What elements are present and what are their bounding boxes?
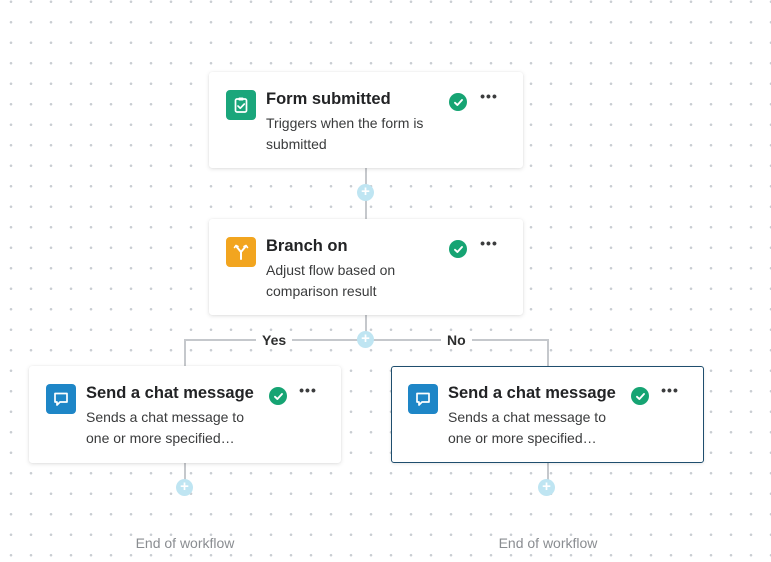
branch-label-no: No xyxy=(441,331,472,349)
step-card-send-chat-no[interactable]: Send a chat message Sends a chat message… xyxy=(391,366,704,463)
step-card-send-chat-yes[interactable]: Send a chat message Sends a chat message… xyxy=(29,366,341,463)
connector-line xyxy=(547,462,549,488)
more-options-icon[interactable]: ••• xyxy=(299,382,317,398)
chat-message-icon xyxy=(408,384,438,414)
connector-line xyxy=(184,462,186,488)
step-description: Sends a chat message to one or more spec… xyxy=(86,409,244,446)
connector-line xyxy=(547,339,549,367)
complete-check-icon xyxy=(631,387,649,405)
step-title: Send a chat message xyxy=(448,384,616,402)
connector-line xyxy=(184,339,186,367)
step-card-form-submitted[interactable]: Form submitted Triggers when the form is… xyxy=(209,72,523,168)
branch-icon xyxy=(226,237,256,267)
add-step-button[interactable]: + xyxy=(357,331,374,348)
add-step-button[interactable]: + xyxy=(538,479,555,496)
step-title: Form submitted xyxy=(266,90,391,108)
step-card-branch-on[interactable]: Branch on Adjust flow based on compariso… xyxy=(209,219,523,315)
complete-check-icon xyxy=(449,240,467,258)
branch-label-yes: Yes xyxy=(256,331,293,349)
end-of-workflow-label: End of workflow xyxy=(135,535,235,551)
more-options-icon[interactable]: ••• xyxy=(480,235,498,251)
step-title: Branch on xyxy=(266,237,348,255)
complete-check-icon xyxy=(449,93,467,111)
end-of-workflow-label: End of workflow xyxy=(498,535,598,551)
step-description: Triggers when the form is submitted xyxy=(266,115,424,152)
more-options-icon[interactable]: ••• xyxy=(480,88,498,104)
step-title: Send a chat message xyxy=(86,384,254,402)
step-description: Adjust flow based on comparison result xyxy=(266,262,396,299)
step-description: Sends a chat message to one or more spec… xyxy=(448,409,606,446)
add-step-button[interactable]: + xyxy=(357,184,374,201)
clipboard-check-icon xyxy=(226,90,256,120)
chat-message-icon xyxy=(46,384,76,414)
more-options-icon[interactable]: ••• xyxy=(661,382,679,398)
add-step-button[interactable]: + xyxy=(176,479,193,496)
complete-check-icon xyxy=(269,387,287,405)
connector-line xyxy=(365,315,367,340)
